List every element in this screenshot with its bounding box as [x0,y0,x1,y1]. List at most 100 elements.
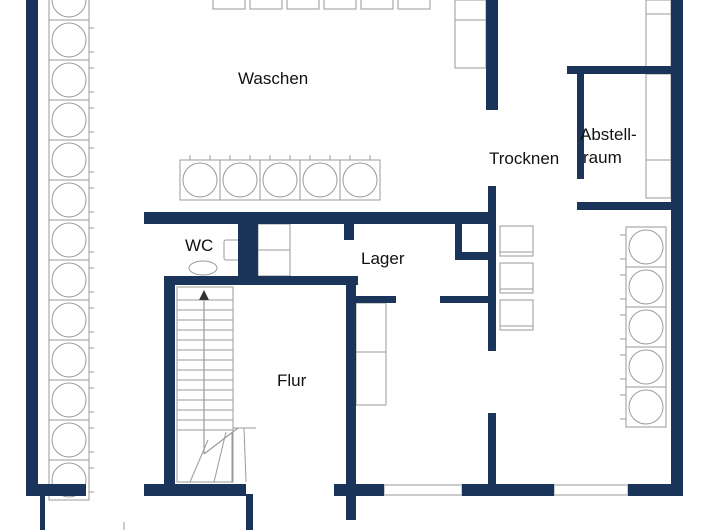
wall [488,186,496,351]
washing-machine-top [249,0,283,10]
washing-machine-left [48,379,90,421]
washing-machine-left-drum [51,382,87,418]
wall [567,66,683,74]
wall [462,484,554,496]
washing-machine-top [286,0,320,10]
wall [628,484,683,496]
wall [458,252,490,260]
washing-machine-left [48,59,90,101]
washing-machine-right-drum [628,309,664,345]
washing-machine-top [212,0,246,10]
counter-top-left [454,0,487,69]
washing-machine-left-drum [51,462,87,498]
washing-machine-right [625,346,667,388]
washing-machine-right [625,386,667,428]
washing-machine-center [219,159,261,201]
room-label-trocknen: Trocknen [489,149,559,168]
room-label-abstellraum-1: Abstell- [580,125,637,144]
wall [26,0,38,484]
wall [488,413,496,496]
wall [144,484,246,496]
wall [344,224,354,240]
washing-machine-left-drum [51,142,87,178]
washing-machine-center-drum [182,162,218,198]
wall [382,484,384,496]
washing-machine-left [48,299,90,341]
washing-machine-left [48,139,90,181]
wall [577,202,683,210]
washing-machine-right [625,266,667,308]
washing-machine-left-drum [51,62,87,98]
washing-machine-top [360,0,394,10]
wall [164,276,238,285]
wall [334,484,382,496]
stair-step [189,439,209,483]
dryer [499,225,534,257]
up-arrow-icon [199,290,209,300]
washing-machine-right-drum [628,389,664,425]
wall [246,494,253,530]
room-label-abstellraum-2: raum [583,148,622,167]
washing-machine-center-drum [302,162,338,198]
washing-machine-left [48,259,90,301]
washing-machine-center-drum [222,162,258,198]
washing-machine-left-top-drum [51,0,87,18]
toilet-bowl [188,260,218,276]
room-label-flur: Flur [277,371,307,390]
washing-machine-center [179,159,221,201]
wall [164,282,175,494]
room-label-waschen: Waschen [238,69,308,88]
washing-machine-center-drum [342,162,378,198]
washing-machine-center-drum [262,162,298,198]
stair-direction-line [203,427,239,455]
window [383,484,463,496]
washing-machine-left [48,419,90,461]
wall [356,296,396,303]
wall [577,74,584,179]
washing-machine-left-drum [51,182,87,218]
washing-machine-left-drum [51,302,87,338]
wall [671,0,683,494]
counter-right [645,0,672,199]
washing-machine-center [339,159,381,201]
wall [26,484,86,496]
wall [238,276,358,285]
washing-machine-left-drum [51,102,87,138]
washing-machine-right-drum [628,349,664,385]
washing-machine-left [48,19,90,61]
wall [455,224,462,260]
washing-machine-left-drum [51,262,87,298]
washing-machine-right [625,306,667,348]
washing-machine-right [625,226,667,268]
washing-machine-left-drum [51,422,87,458]
washing-machine-right-drum [628,229,664,265]
washing-machine-left-drum [51,222,87,258]
shelf-flur [355,302,387,406]
washing-machine-left [48,339,90,381]
window [553,484,629,496]
washing-machine-top [323,0,357,10]
wall [40,494,45,530]
wall [144,212,494,224]
stair-step [213,431,227,483]
dryer [499,299,534,331]
wall [440,296,490,303]
washing-machine-left [48,219,90,261]
washing-machine-right-drum [628,269,664,305]
dryer [499,262,534,294]
fixtures-layer [48,0,672,530]
washing-machine-center [299,159,341,201]
washing-machine-center [259,159,301,201]
room-label-lager: Lager [361,249,405,268]
washing-machine-top [397,0,431,10]
washing-machine-left-top [48,0,90,21]
stair-step [243,427,247,483]
washing-machine-left [48,179,90,221]
walls-layer [26,0,683,530]
washing-machine-left-drum [51,342,87,378]
wall [486,0,498,110]
washing-machine-left-drum [51,22,87,58]
room-label-wc: WC [185,236,213,255]
washing-machine-left [48,99,90,141]
